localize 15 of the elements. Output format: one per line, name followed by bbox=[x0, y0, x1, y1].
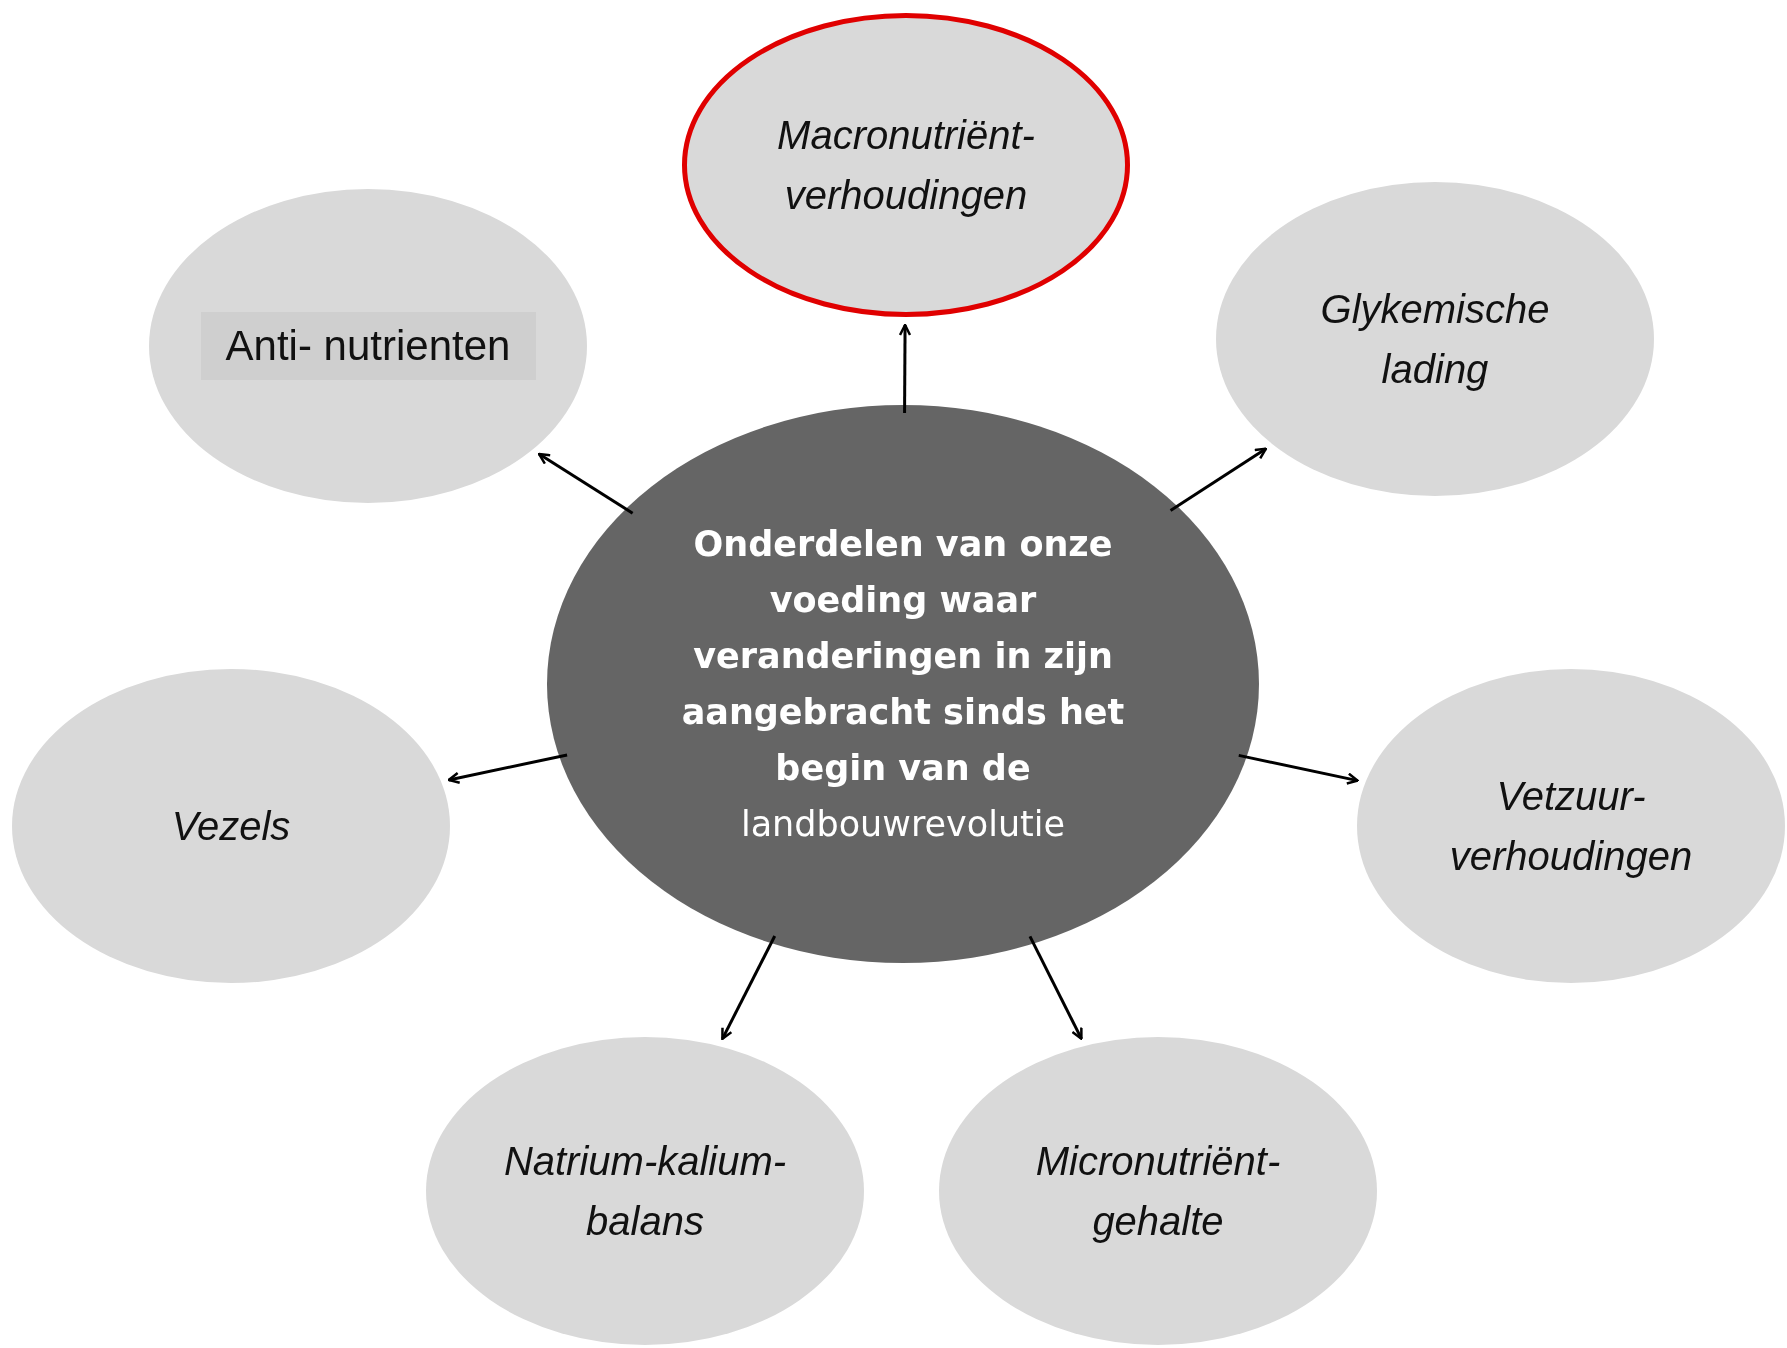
arrow bbox=[1028, 935, 1083, 1040]
topic-label: Natrium-kalium- balans bbox=[502, 1138, 788, 1245]
topic-label: Glykemische lading bbox=[1319, 286, 1551, 393]
topic-label: Vezels bbox=[171, 803, 291, 850]
arrow bbox=[537, 452, 634, 515]
topic-label: Anti- nutrienten bbox=[200, 311, 536, 381]
topic-label: Macronutriënt- verhoudingen bbox=[776, 112, 1036, 219]
topic-label: Vetzuur- verhoudingen bbox=[1448, 773, 1694, 880]
arrow bbox=[898, 323, 912, 413]
topic-label: Micronutriënt- gehalte bbox=[1034, 1138, 1282, 1245]
arrow bbox=[1238, 753, 1359, 785]
arrow bbox=[721, 935, 777, 1041]
arrow bbox=[447, 753, 568, 785]
arrow bbox=[1169, 447, 1268, 512]
central-label: Onderdelen van onze voeding waar veranderingen in zijn aangebracht sinds het begin van de landbouwrevolutie bbox=[680, 523, 1126, 846]
